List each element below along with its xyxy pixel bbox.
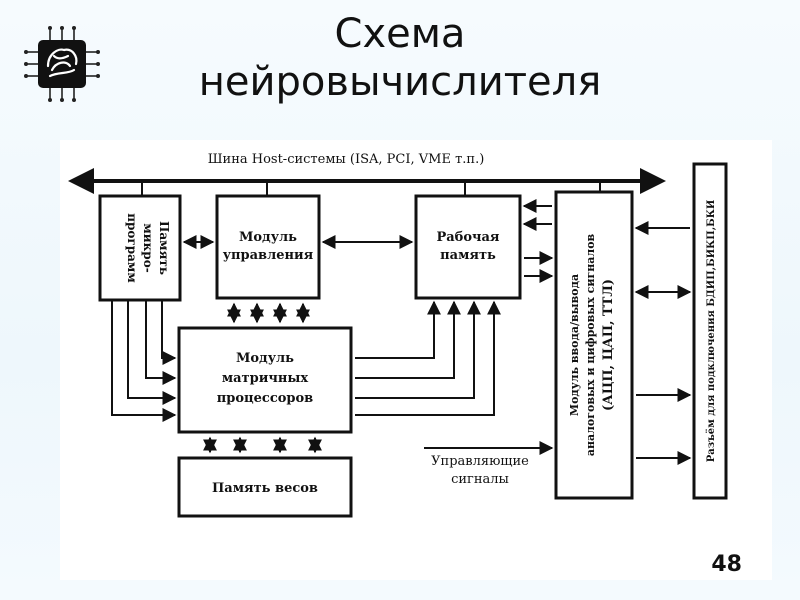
slide-title-line-2: нейровычислителя [198, 59, 602, 105]
weights-memory-label: Память весов [212, 481, 318, 496]
connector-label: Разъём для подключения БДИП,БИКП,БКИ [706, 200, 717, 463]
microprogram-memory-block [98, 194, 182, 302]
io-module-label: Модуль ввода/вывода аналоговых и цифровы… [568, 233, 616, 456]
bus-label: Шина Host-системы (ISA, PCI, VME т.п.) [208, 152, 485, 167]
matrix-module-label-1: Модуль [236, 351, 294, 366]
working-memory-label-1: Рабочая [436, 230, 499, 245]
weights-memory-block [177, 456, 353, 518]
svg-text:Память: Память [157, 221, 171, 275]
matrix-processors-block [177, 326, 353, 434]
slide-title: Схема нейровычислителя [120, 10, 680, 106]
control-signals-label-2: сигналы [451, 472, 509, 487]
matrix-module-label-3: процессоров [217, 391, 313, 406]
diagram-canvas: Шина Host-системы (ISA, PCI, VME т.п.) П… [68, 152, 728, 518]
svg-text:Модуль ввода/вывода: Модуль ввода/вывода [568, 274, 581, 416]
io-module-block [554, 190, 634, 500]
control-module-label-1: Модуль [239, 230, 297, 245]
slide-title-line-1: Схема [334, 11, 466, 57]
control-module-block [215, 194, 321, 300]
working-memory-label-2: память [440, 248, 496, 263]
connection-arrows [111, 199, 692, 465]
svg-text:программ: программ [125, 213, 139, 283]
bus-arrow-right [640, 168, 666, 194]
working-memory-block [414, 194, 522, 300]
control-module-label-2: управления [223, 248, 314, 263]
svg-text:аналоговых и цифровых сигналов: аналоговых и цифровых сигналов [584, 233, 597, 456]
svg-text:микро-: микро- [141, 223, 155, 272]
bus-taps [141, 181, 601, 196]
svg-text:(АЦП, ЦАП, ТТЛ): (АЦП, ЦАП, ТТЛ) [601, 279, 616, 411]
bus-arrow-left [68, 168, 94, 194]
neurocomputer-block-diagram: Шина Host-системы (ISA, PCI, VME т.п.) П… [60, 140, 772, 580]
chip-brain-icon [24, 26, 100, 102]
microprogram-memory-label: Память микро- программ [125, 213, 171, 283]
matrix-module-label-2: матричных [222, 371, 309, 386]
connector-block [692, 162, 728, 500]
page-number: 48 [711, 552, 742, 577]
control-signals-label-1: Управляющие [431, 454, 529, 469]
svg-text:Разъём для подключения БДИП,БИ: Разъём для подключения БДИП,БИКП,БКИ [706, 200, 717, 463]
